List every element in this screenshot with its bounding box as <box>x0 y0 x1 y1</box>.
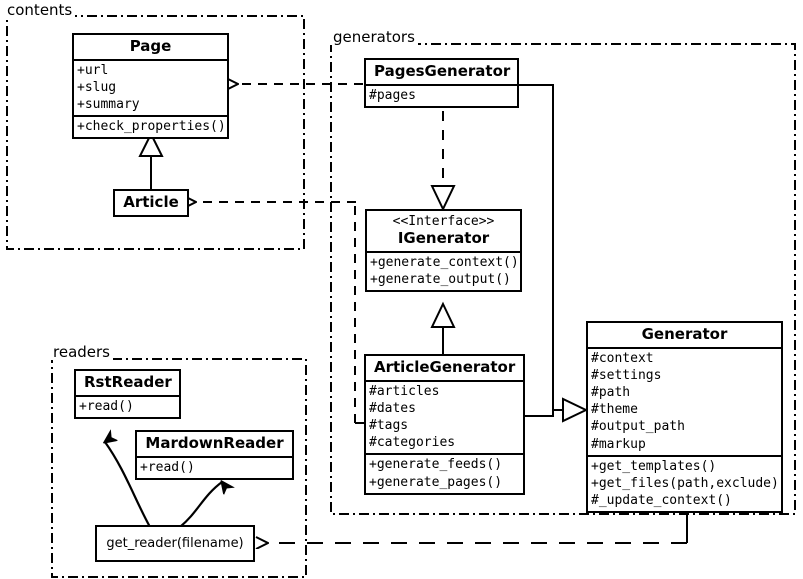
class-name-igenerator: <<Interface>> IGenerator <box>367 211 520 251</box>
operation-row: +read() <box>140 459 195 475</box>
attribute-row: #dates <box>369 400 416 416</box>
operation-row: #_update_context() <box>591 493 732 509</box>
pagesgenerator-igenerator-realization-arrowhead <box>430 185 456 212</box>
class-attributes-pagesgenerator: #pages <box>366 86 517 106</box>
attribute-row: #articles <box>369 383 440 399</box>
attribute-row: +slug <box>77 79 117 95</box>
class-name-mardownreader: MardownReader <box>145 434 284 452</box>
class-attributes-generator: #context #settings #path #theme #output_… <box>588 349 781 455</box>
class-separator <box>366 379 523 382</box>
operation-row: +get_templates() <box>591 458 717 474</box>
pagesgenerator-generator-generalization-line <box>519 84 554 410</box>
class-box-igenerator[interactable]: <<Interface>> IGenerator +generate_conte… <box>365 209 522 293</box>
class-box-article[interactable]: Article <box>113 189 189 217</box>
function-box-get-reader[interactable]: get_reader(filename) <box>95 525 255 562</box>
attribute-row: #theme <box>591 402 638 418</box>
operation-row: +generate_feeds() <box>369 457 503 473</box>
operation-row: +check_properties() <box>77 119 226 135</box>
class-separator <box>137 455 292 458</box>
class-attributes-articlegenerator: #articles #dates #tags #categories <box>366 382 523 454</box>
class-box-generator[interactable]: Generator #context #settings #path #them… <box>586 321 783 514</box>
class-separator <box>367 251 520 254</box>
attribute-row: +summary <box>77 97 140 113</box>
contents-package-frame <box>6 15 305 250</box>
class-stereotype-igenerator: <<Interface>> <box>392 214 495 229</box>
attribute-row: +url <box>77 62 109 78</box>
class-name-rstreader: RstReader <box>84 373 172 391</box>
contents-package-label: contents <box>4 3 76 18</box>
class-separator <box>366 453 523 456</box>
class-box-rstreader[interactable]: RstReader +read() <box>74 369 181 419</box>
operation-row: +generate_context() <box>370 255 519 271</box>
class-operations-page: +check_properties() <box>74 117 227 137</box>
class-box-articlegenerator[interactable]: ArticleGenerator #articles #dates #tags … <box>364 354 525 495</box>
class-name-article: Article <box>123 193 179 211</box>
readers-package-label: readers <box>50 345 113 360</box>
class-separator <box>74 115 227 118</box>
class-separator <box>76 394 179 397</box>
class-name-articlegenerator: ArticleGenerator <box>374 358 516 376</box>
operation-row: +read() <box>79 398 134 414</box>
class-name-text: IGenerator <box>397 229 490 248</box>
class-operations-articlegenerator: +generate_feeds() +generate_pages() <box>366 455 523 492</box>
class-name-page: Page <box>129 37 172 55</box>
class-separator <box>74 58 227 61</box>
operation-row: +generate_output() <box>370 272 511 288</box>
class-box-page[interactable]: Page +url +slug +summary +check_properti… <box>72 33 229 140</box>
attribute-row: #output_path <box>591 419 685 435</box>
class-separator <box>588 454 781 457</box>
readers-package-frame <box>51 358 307 578</box>
class-name-generator: Generator <box>641 325 728 343</box>
class-operations-igenerator: +generate_context() +generate_output() <box>367 253 520 290</box>
getreader-rstreader-creates-arrow <box>105 442 151 528</box>
class-name-pagesgenerator: PagesGenerator <box>374 62 511 80</box>
attribute-row: #pages <box>369 87 416 103</box>
class-separator <box>588 346 781 349</box>
attribute-row: #markup <box>591 436 646 452</box>
attribute-row: #context <box>591 350 654 366</box>
articlegenerator-generator-generalization-line <box>525 409 564 417</box>
attribute-row: #categories <box>369 435 456 451</box>
article-page-generalization-arrowhead <box>138 131 164 157</box>
getreader-mardownreader-creates-arrow <box>179 482 222 528</box>
articlegenerator-igenerator-generalization-arrowhead <box>430 301 456 328</box>
operation-row: +get_files(path,exclude) <box>591 475 779 491</box>
attribute-row: #tags <box>369 418 409 434</box>
generators-package-label: generators <box>330 30 418 45</box>
attribute-row: #settings <box>591 367 662 383</box>
class-attributes-page: +url +slug +summary <box>74 61 227 115</box>
class-operations-mardownreader: +read() <box>137 458 292 478</box>
class-box-mardownreader[interactable]: MardownReader +read() <box>135 430 294 480</box>
class-box-pagesgenerator[interactable]: PagesGenerator #pages <box>364 58 519 108</box>
generators-package-frame <box>330 43 796 515</box>
attribute-row: #path <box>591 385 631 401</box>
class-separator <box>366 83 517 86</box>
generator-generalization-arrowhead <box>562 397 589 423</box>
operation-row: +generate_pages() <box>369 474 503 490</box>
class-operations-rstreader: +read() <box>76 397 179 417</box>
function-label: get_reader(filename) <box>106 536 244 551</box>
class-operations-generator: +get_templates() +get_files(path,exclude… <box>588 457 781 511</box>
